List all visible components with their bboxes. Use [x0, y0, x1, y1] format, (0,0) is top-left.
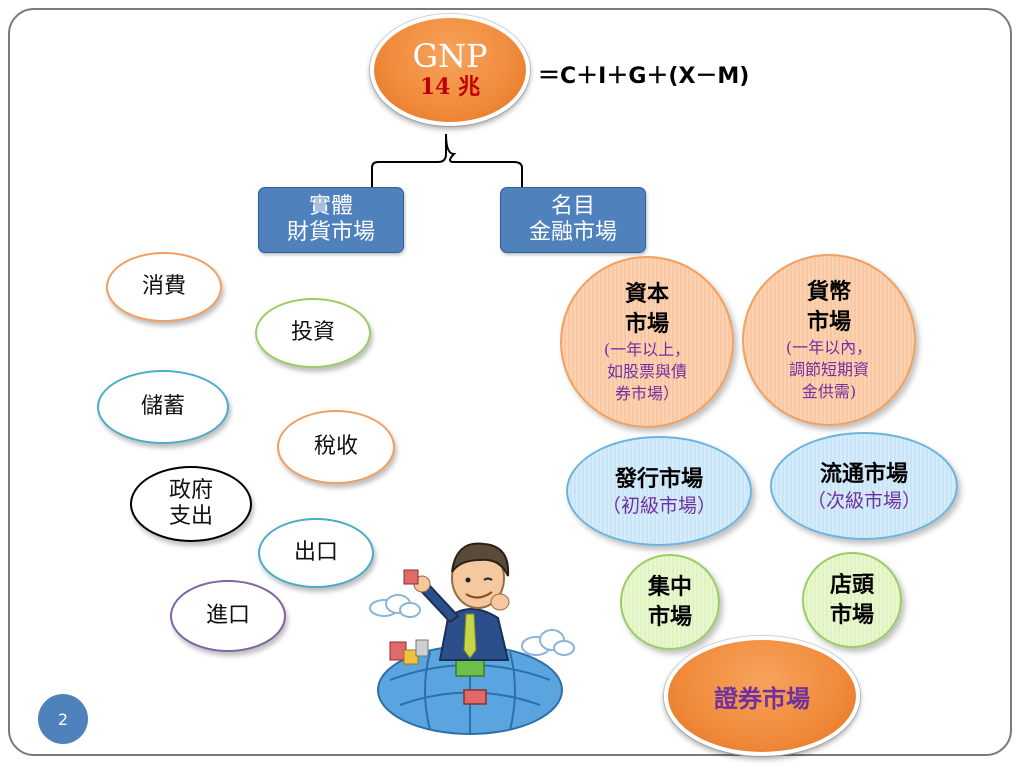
real-line1: 實體 [308, 194, 353, 219]
government-spending-oval: 政府 支出 [130, 466, 252, 542]
savings-label: 儲蓄 [140, 394, 185, 419]
otc-line1: 店頭 [829, 572, 874, 598]
central-line1: 集中 [647, 574, 692, 600]
central-market-circle: 集中 市場 [620, 554, 720, 650]
central-line2: 市場 [647, 604, 692, 630]
otc-market-circle: 店頭 市場 [802, 552, 902, 648]
capital-sub-2: 如股票與債 [606, 362, 687, 381]
money-market-circle: 貨幣 市場 (一年以內， 調節短期資 金供需) [742, 254, 916, 426]
nominal-financial-market-box: 名目 金融市場 [500, 187, 646, 253]
imports-label: 進口 [205, 603, 250, 628]
nominal-line2: 金融市場 [528, 220, 617, 245]
otc-line2: 市場 [829, 602, 874, 628]
tax-oval: 稅收 [277, 410, 395, 484]
capital-title-1: 資本 [624, 281, 669, 307]
money-sub-1: (一年以內， [785, 338, 873, 357]
primary-title: 發行市場 [614, 466, 703, 492]
consumption-label: 消費 [141, 274, 186, 299]
secondary-title: 流通市場 [819, 461, 908, 487]
securities-market-bubble: 證券市場 [664, 636, 860, 756]
capital-sub-3: 券市場） [614, 384, 679, 403]
investment-label: 投資 [290, 320, 335, 345]
investment-oval: 投資 [255, 298, 371, 368]
primary-sub: （初級市場） [601, 495, 716, 517]
capital-title-2: 市場 [624, 311, 669, 337]
gnp-bubble: GNP 14 兆 [370, 14, 530, 126]
imports-oval: 進口 [170, 580, 286, 652]
page-number: 2 [57, 709, 69, 729]
businessman-on-globe-icon [369, 542, 575, 735]
nominal-line1: 名目 [550, 194, 595, 219]
primary-market-ellipse: 發行市場 （初級市場） [566, 436, 752, 546]
money-title-1: 貨幣 [806, 279, 851, 305]
gnp-formula: ＝C＋I＋G＋(X－M) [538, 64, 750, 89]
money-sub-3: 金供需) [801, 382, 857, 401]
consumption-oval: 消費 [106, 252, 222, 322]
page-number-badge: 2 [38, 694, 88, 744]
real-goods-market-box: 實體 財貨市場 [258, 187, 404, 253]
real-line2: 財貨市場 [286, 220, 375, 245]
secondary-market-ellipse: 流通市場 （次級市場） [770, 432, 958, 540]
tax-label: 稅收 [313, 434, 358, 459]
exports-oval: 出口 [258, 518, 374, 588]
savings-oval: 儲蓄 [97, 370, 229, 444]
capital-sub-1: (一年以上， [603, 340, 691, 359]
gnp-title: GNP [412, 37, 488, 75]
capital-market-circle: 資本 市場 (一年以上， 如股票與債 券市場） [560, 256, 734, 428]
money-sub-2: 調節短期資 [788, 360, 869, 379]
tree-connector [371, 133, 523, 188]
exports-label: 出口 [293, 540, 338, 565]
securities-label: 證券市場 [714, 683, 810, 713]
secondary-sub: （次級市場） [806, 490, 921, 512]
money-title-2: 市場 [806, 309, 851, 335]
gnp-value: 14 兆 [419, 74, 481, 100]
government-label-1: 政府 [168, 478, 213, 503]
government-label-2: 支出 [168, 504, 213, 529]
